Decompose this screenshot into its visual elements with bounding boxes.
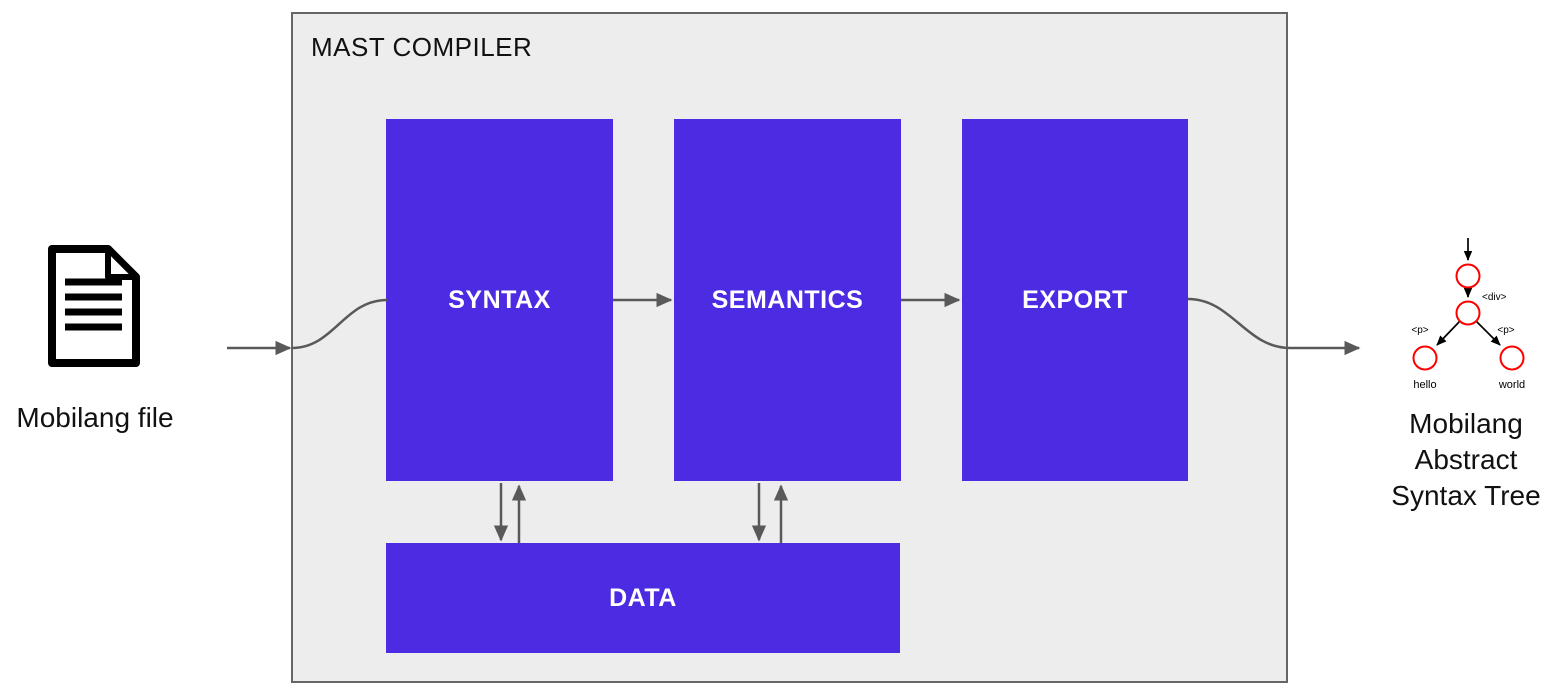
document-text-lines [65,278,122,331]
input-file-label: Mobilang file [16,402,174,433]
stage-box-data: DATA [386,543,900,653]
tree-node-p-right [1499,345,1525,371]
output-label-line1: Mobilang [1409,408,1523,439]
output-label-line2: Abstract [1414,444,1518,475]
document-fold [105,246,139,280]
tree-node-div [1455,300,1481,326]
stage-label-semantics: SEMANTICS [711,285,864,314]
stage-box-semantics: SEMANTICS [674,119,901,481]
ast-tree-diagram: <div> <p> <p> hello world [1411,238,1525,391]
document-icon [48,245,140,367]
tree-edge-label-div: <div> [1482,292,1507,303]
tree-node-p-left [1412,345,1438,371]
tree-leaf-label-world: world [1498,379,1525,391]
tree-edge-label-p-right: <p> [1497,325,1514,336]
stage-label-syntax: SYNTAX [448,285,551,314]
output-label-line3: Syntax Tree [1391,480,1541,511]
tree-node-root [1455,263,1481,289]
tree-edge-right-p [1475,320,1501,346]
stage-box-export: EXPORT [962,119,1188,481]
compiler-title: MAST COMPILER [311,32,533,62]
tree-leaf-label-hello: hello [1413,379,1436,391]
stage-box-syntax: SYNTAX [386,119,613,481]
tree-edge-left-p [1436,320,1461,346]
stage-label-data: DATA [609,583,677,612]
stage-label-export: EXPORT [1022,285,1128,314]
tree-edge-label-p-left: <p> [1411,325,1428,336]
output-label: Mobilang Abstract Syntax Tree [1384,406,1548,514]
